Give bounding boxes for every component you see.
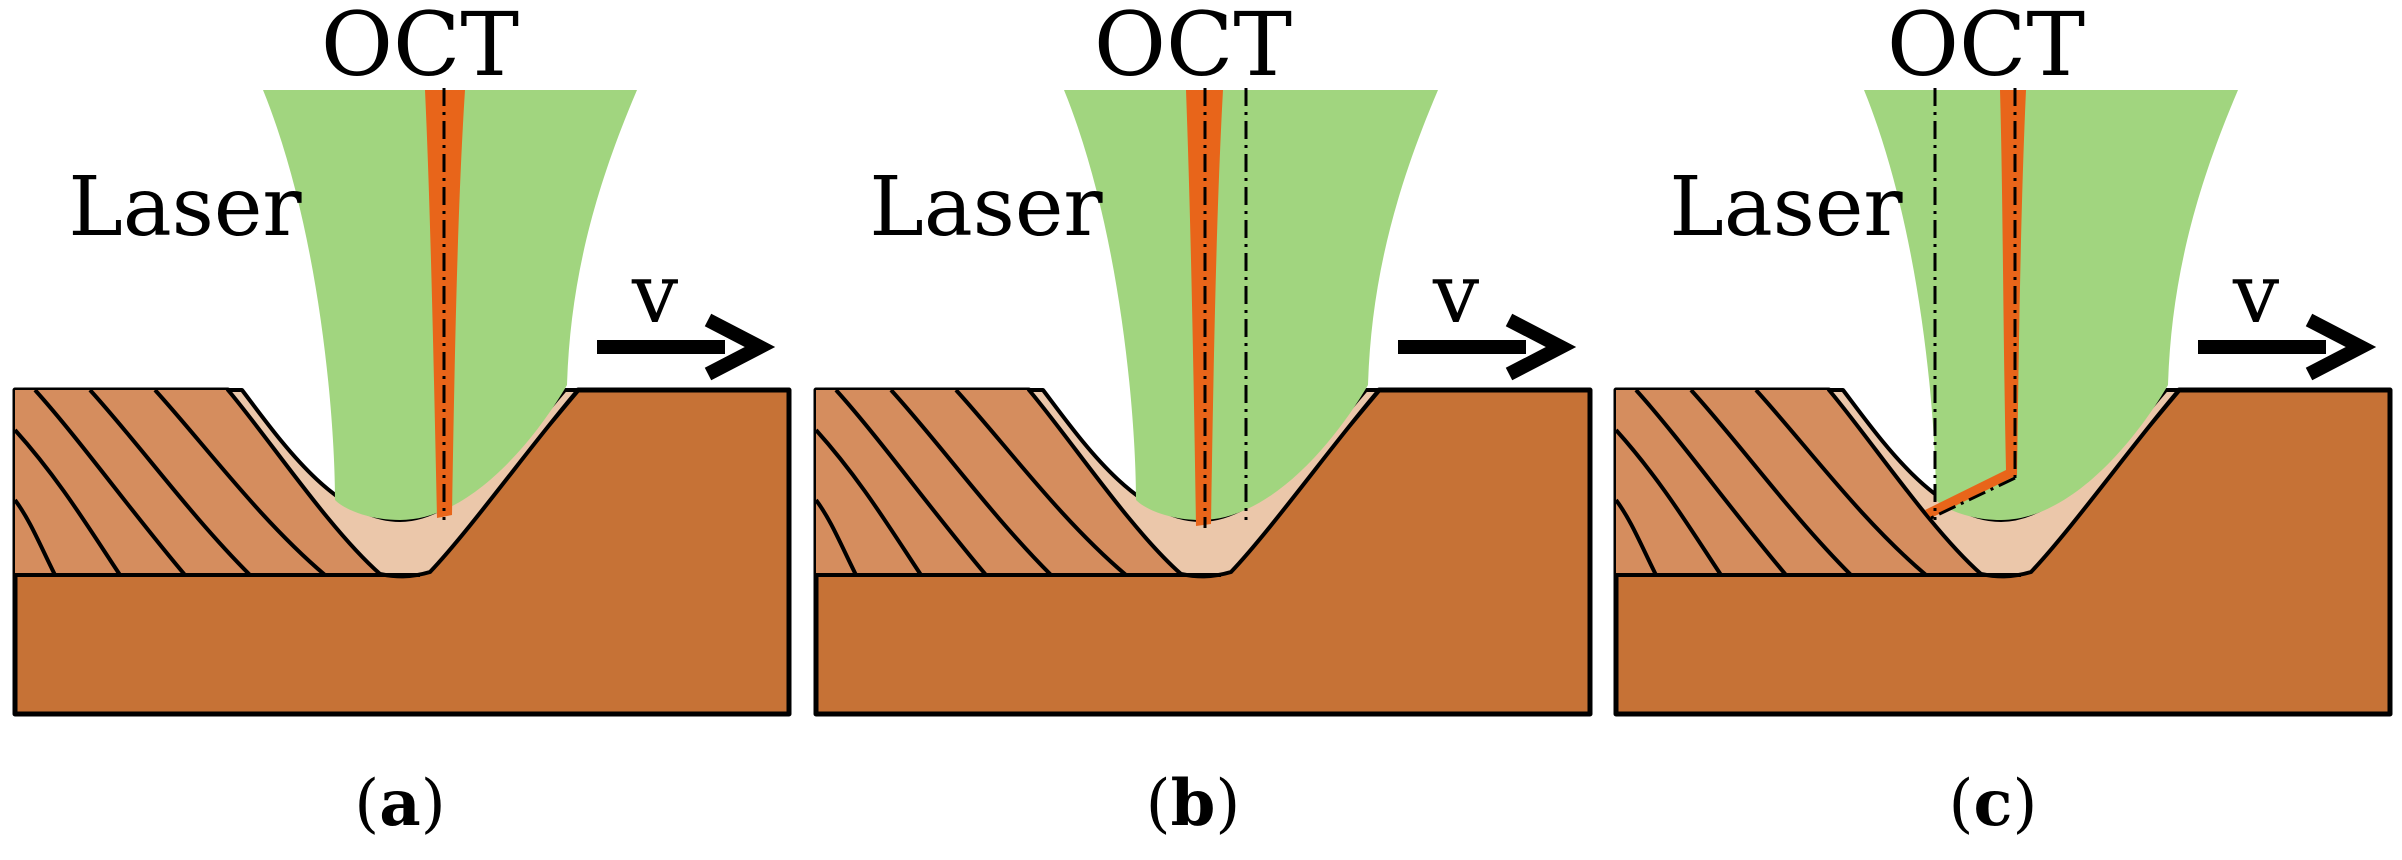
panel-caption: (a) [354, 766, 445, 841]
laser-beam [1064, 90, 1438, 520]
laser-label: Laser [68, 160, 302, 255]
oct-label: OCT [1094, 0, 1292, 96]
oct-label: OCT [321, 0, 519, 96]
oct-reflected-axis-line [1930, 476, 2016, 520]
velocity-label: v [631, 247, 679, 342]
panel-c: OCT Laser v (c) [1601, 0, 2390, 841]
oct-beam [1186, 90, 1223, 526]
panel-a: OCT Laser v (a) [15, 0, 789, 841]
velocity-label: v [2232, 247, 2280, 342]
velocity-arrow [1398, 313, 1577, 381]
laser-label: Laser [1669, 160, 1903, 255]
oct-label: OCT [1887, 0, 2085, 96]
velocity-arrow [2198, 313, 2377, 381]
laser-label: Laser [869, 160, 1103, 255]
panel-caption: (c) [1949, 766, 2038, 841]
velocity-label: v [1432, 247, 1480, 342]
laser-beam [1864, 90, 2238, 520]
panel-caption: (b) [1146, 766, 1241, 841]
velocity-arrow [597, 313, 776, 381]
panel-b: OCT Laser v (b) [816, 0, 1590, 841]
